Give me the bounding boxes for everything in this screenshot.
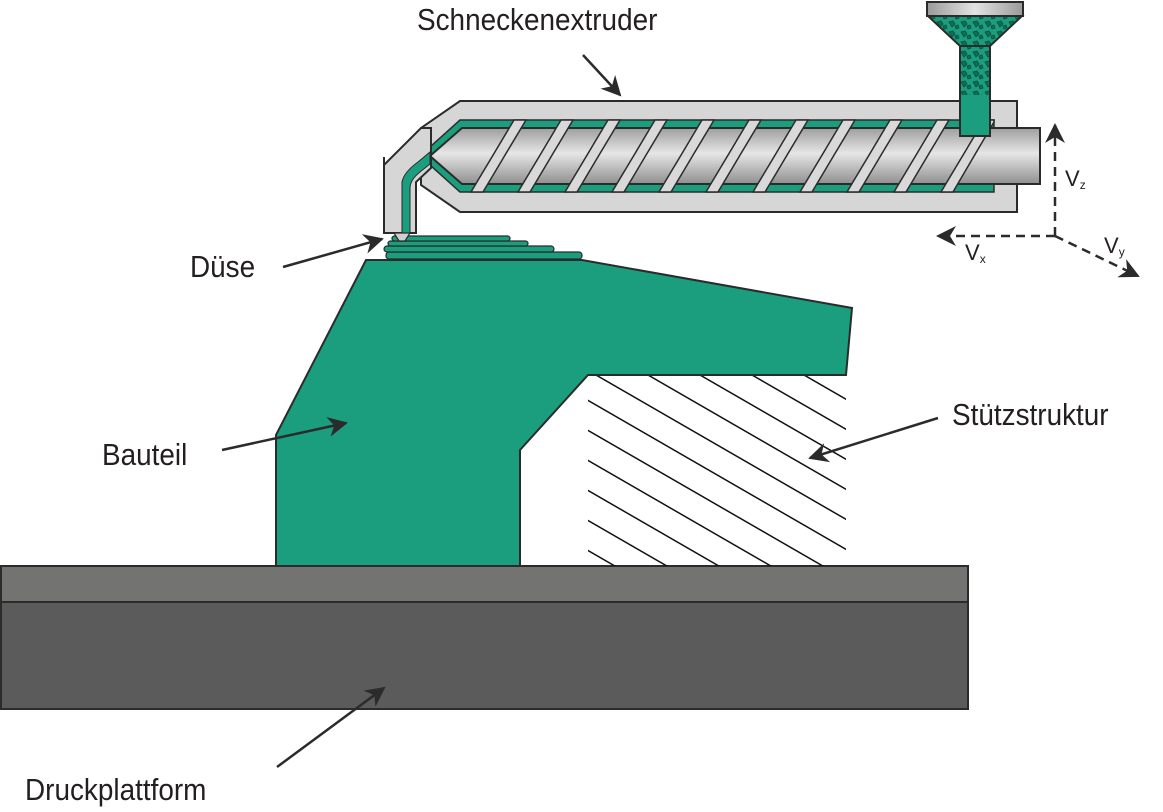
nozzle-tip bbox=[392, 232, 412, 242]
nozzle-leader bbox=[282, 234, 384, 269]
label-part: Bauteil bbox=[102, 437, 188, 472]
print-platform bbox=[0, 565, 969, 710]
label-nozzle: Düse bbox=[190, 249, 256, 284]
screw-flights bbox=[469, 119, 995, 193]
label-extruder: Schneckenextruder bbox=[417, 2, 658, 37]
extruder-leader bbox=[582, 54, 622, 97]
hopper bbox=[925, 1, 1025, 137]
part-leader bbox=[221, 417, 348, 452]
support-leader bbox=[808, 416, 939, 463]
screw-extruder bbox=[383, 1, 1041, 242]
label-vz: Vz bbox=[1065, 166, 1086, 192]
part-body bbox=[275, 235, 854, 567]
deposited-layers bbox=[383, 235, 583, 260]
velocity-axes bbox=[936, 123, 1140, 278]
label-vx: Vx bbox=[965, 240, 986, 266]
support-structure bbox=[588, 375, 846, 566]
label-vy: Vy bbox=[1104, 233, 1125, 259]
platform-leader bbox=[276, 686, 386, 769]
label-support: Stützstruktur bbox=[952, 397, 1109, 432]
leader-arrows bbox=[221, 54, 939, 769]
label-platform: Druckplattform bbox=[25, 772, 207, 807]
